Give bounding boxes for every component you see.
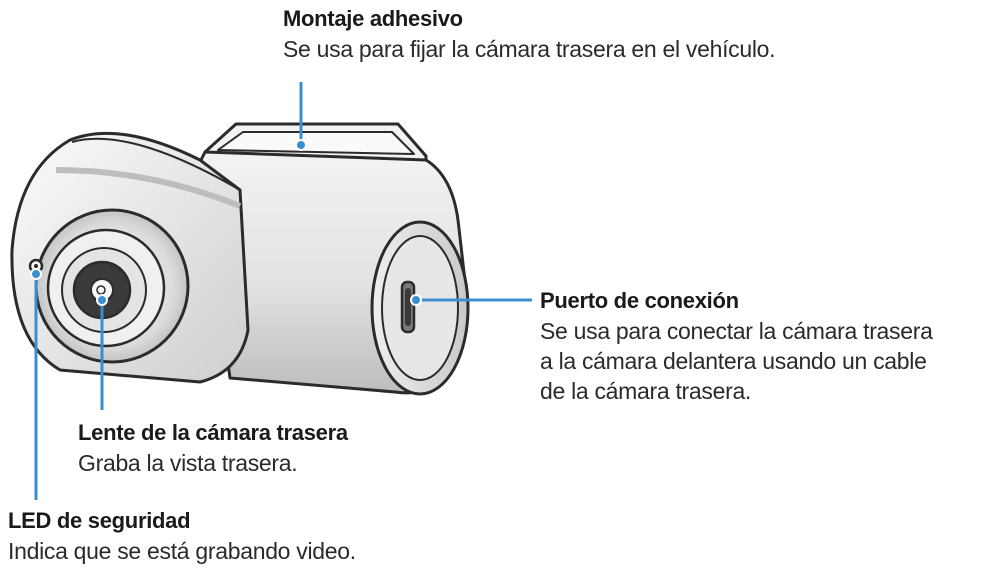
lens-leader-dot bbox=[96, 294, 108, 306]
callout-adhesive-mount: Montaje adhesivo Se usa para fijar la cá… bbox=[283, 4, 776, 64]
callout-security-led: LED de seguridad Indica que se está grab… bbox=[8, 506, 356, 566]
callout-connection-port: Puerto de conexión Se usa para conectar … bbox=[540, 286, 933, 406]
led-leader-dot bbox=[30, 268, 42, 280]
callout-description: Se usa para fijar la cámara trasera en e… bbox=[283, 36, 776, 62]
callout-title: LED de seguridad bbox=[8, 508, 191, 533]
callout-rear-camera-lens: Lente de la cámara trasera Graba la vist… bbox=[78, 418, 348, 478]
mount-leader-dot bbox=[295, 139, 307, 151]
port-leader-dot bbox=[410, 294, 422, 306]
camera-housing bbox=[198, 150, 470, 396]
callout-title: Lente de la cámara trasera bbox=[78, 420, 348, 445]
callout-description: Se usa para conectar la cámara trasera a… bbox=[540, 318, 933, 404]
callout-title: Montaje adhesivo bbox=[283, 6, 463, 31]
callout-description: Indica que se está grabando video. bbox=[8, 538, 356, 564]
callout-title: Puerto de conexión bbox=[540, 288, 739, 313]
callout-description: Graba la vista trasera. bbox=[78, 450, 298, 476]
lens-assembly bbox=[34, 208, 190, 364]
